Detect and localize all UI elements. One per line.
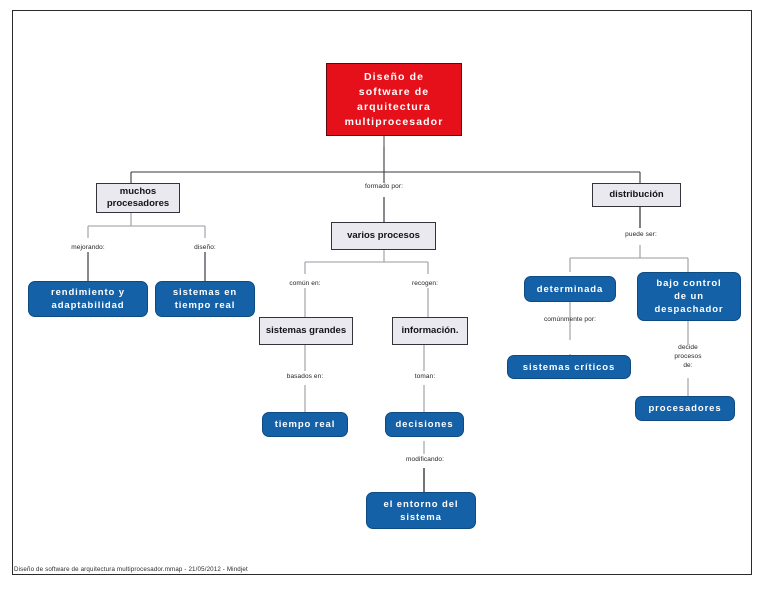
edge-label-comunmente-por: comúnmente por: <box>543 316 597 323</box>
edge-label-diseno: diseño: <box>194 244 216 251</box>
edge-label-comun-en: común en: <box>289 280 321 287</box>
node-procesadores[interactable]: procesadores <box>635 396 735 421</box>
edge-label-recogen: recogen: <box>411 280 439 287</box>
document-footer: Diseño de software de arquitectura multi… <box>14 566 248 573</box>
node-bajo-control-despachador[interactable]: bajo control de un despachador <box>637 272 741 321</box>
node-determinada[interactable]: determinada <box>524 276 616 302</box>
node-distribucion[interactable]: distribución <box>592 183 681 207</box>
edge-label-puede-ser: puede ser: <box>625 231 657 238</box>
node-informacion[interactable]: información. <box>392 317 468 345</box>
node-entorno-sistema[interactable]: el entorno del sistema <box>366 492 476 529</box>
edge-label-decide-procesos-de: decide procesos de: <box>674 344 702 369</box>
node-varios-procesos[interactable]: varios procesos <box>331 222 436 250</box>
edge-label-modificando: modificando: <box>405 456 445 463</box>
node-tiempo-real[interactable]: tiempo real <box>262 412 348 437</box>
node-sistemas-grandes[interactable]: sistemas grandes <box>259 317 353 345</box>
edge-label-formado-por: formado por: <box>364 183 404 190</box>
node-root[interactable]: Diseño de software de arquitectura multi… <box>326 63 462 136</box>
node-sistemas-tiempo-real[interactable]: sistemas en tiempo real <box>155 281 255 317</box>
edge-label-basados-en: basados en: <box>286 373 324 380</box>
node-rendimiento-adaptabilidad[interactable]: rendimiento y adaptabilidad <box>28 281 148 317</box>
edge-label-toman: toman: <box>414 373 436 380</box>
node-sistemas-criticos[interactable]: sistemas críticos <box>507 355 631 379</box>
edge-label-mejorando: mejorando: <box>71 244 105 251</box>
node-muchos-procesadores[interactable]: muchos procesadores <box>96 183 180 213</box>
node-decisiones[interactable]: decisiones <box>385 412 464 437</box>
